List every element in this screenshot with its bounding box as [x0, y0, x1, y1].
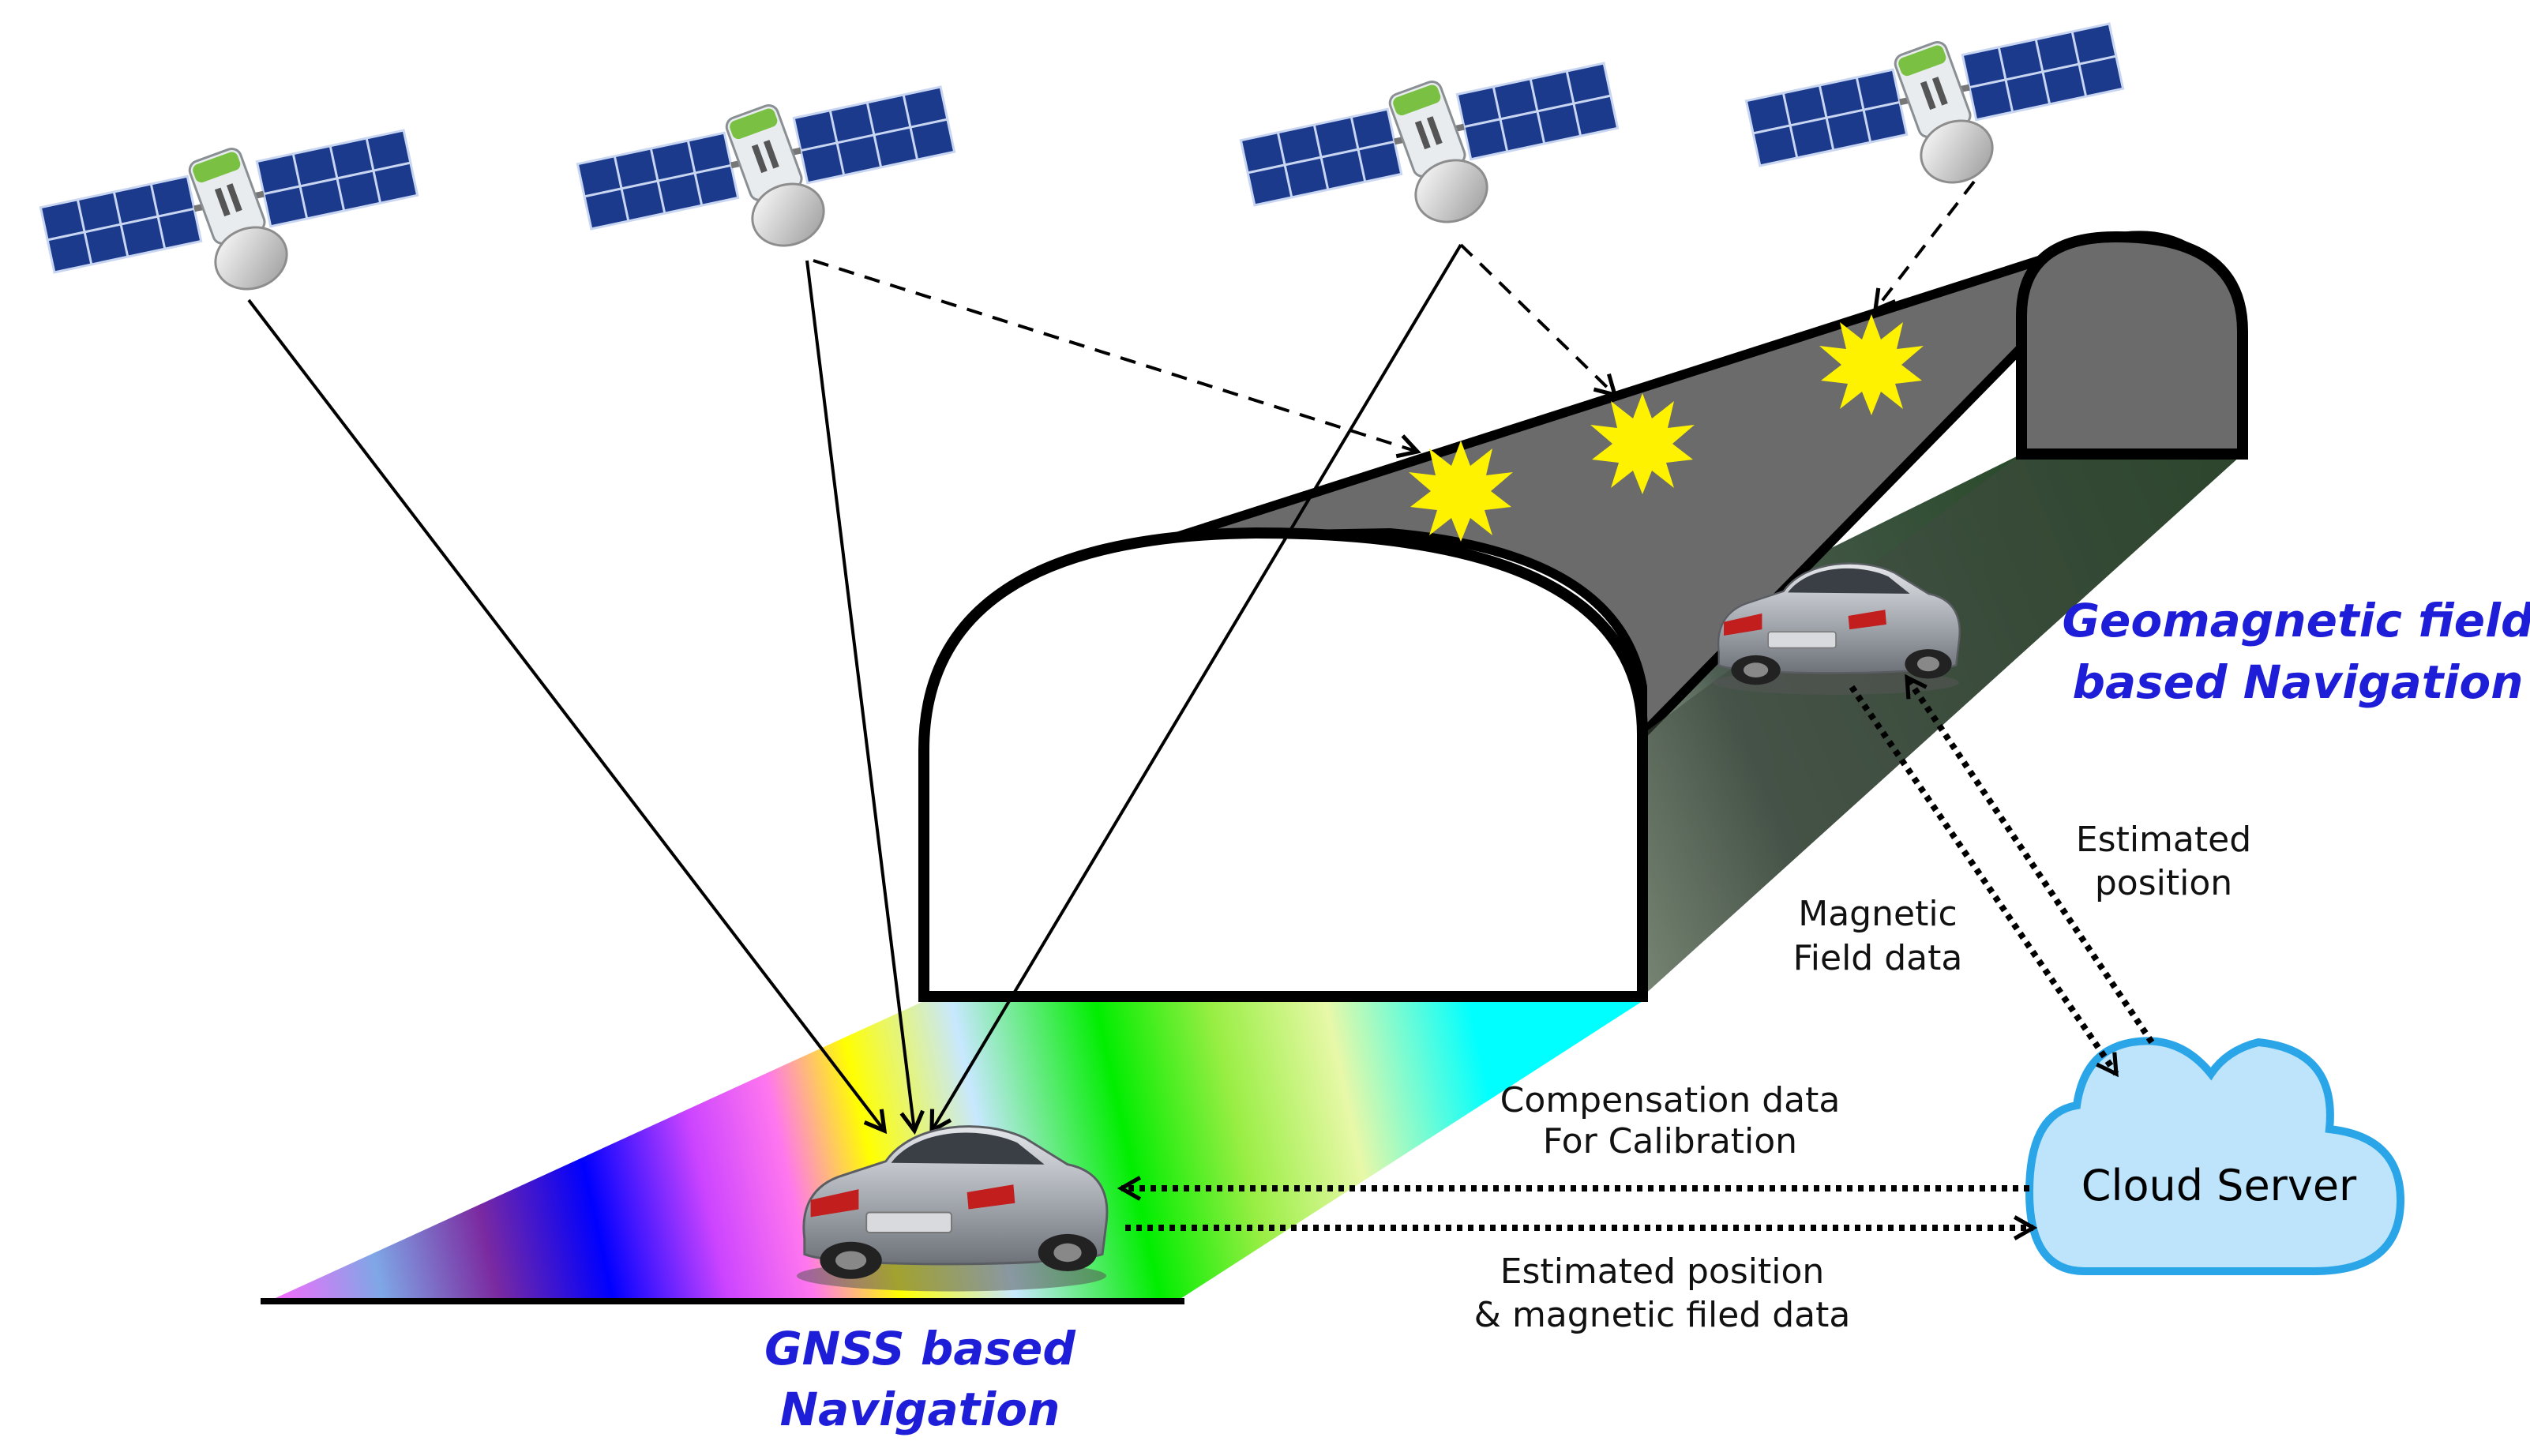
geo-title-line1: Geomagnetic field: [2062, 594, 2530, 647]
satellite-icon-1: [40, 130, 417, 298]
satellite-icon-2: [577, 87, 954, 255]
magnetic-label-line2: Field data: [1793, 938, 1963, 978]
est-mag-label-line1: Estimated position: [1500, 1251, 1825, 1292]
est-mag-label-line2: & magnetic filed data: [1474, 1295, 1851, 1335]
tunnel-far-portal: [2016, 231, 2248, 460]
estimated-label-line1: Estimated: [2076, 820, 2251, 860]
data-flow-arrows: [1121, 677, 2155, 1228]
satellite-icon-4: [1746, 24, 2123, 192]
satellite-icon-3: [1241, 63, 1617, 231]
blocked-signal-lines: [813, 180, 1976, 452]
geo-title-line2: based Navigation: [2073, 655, 2524, 709]
gnss-title-line1: GNSS based: [764, 1322, 1075, 1375]
gnss-title-line2: Navigation: [780, 1383, 1060, 1436]
cloud-server-label: Cloud Server: [2081, 1161, 2357, 1210]
compensation-label-line1: Compensation data: [1500, 1080, 1841, 1120]
magnetic-label-line1: Magnetic: [1798, 894, 1957, 934]
compensation-label-line2: For Calibration: [1543, 1121, 1797, 1161]
gnss-signal-lines: [247, 243, 1462, 1131]
estimated-label-line2: position: [2095, 863, 2232, 903]
tunnel-near-portal: [918, 527, 1648, 1002]
cloud-server-shape: [2025, 1037, 2405, 1275]
